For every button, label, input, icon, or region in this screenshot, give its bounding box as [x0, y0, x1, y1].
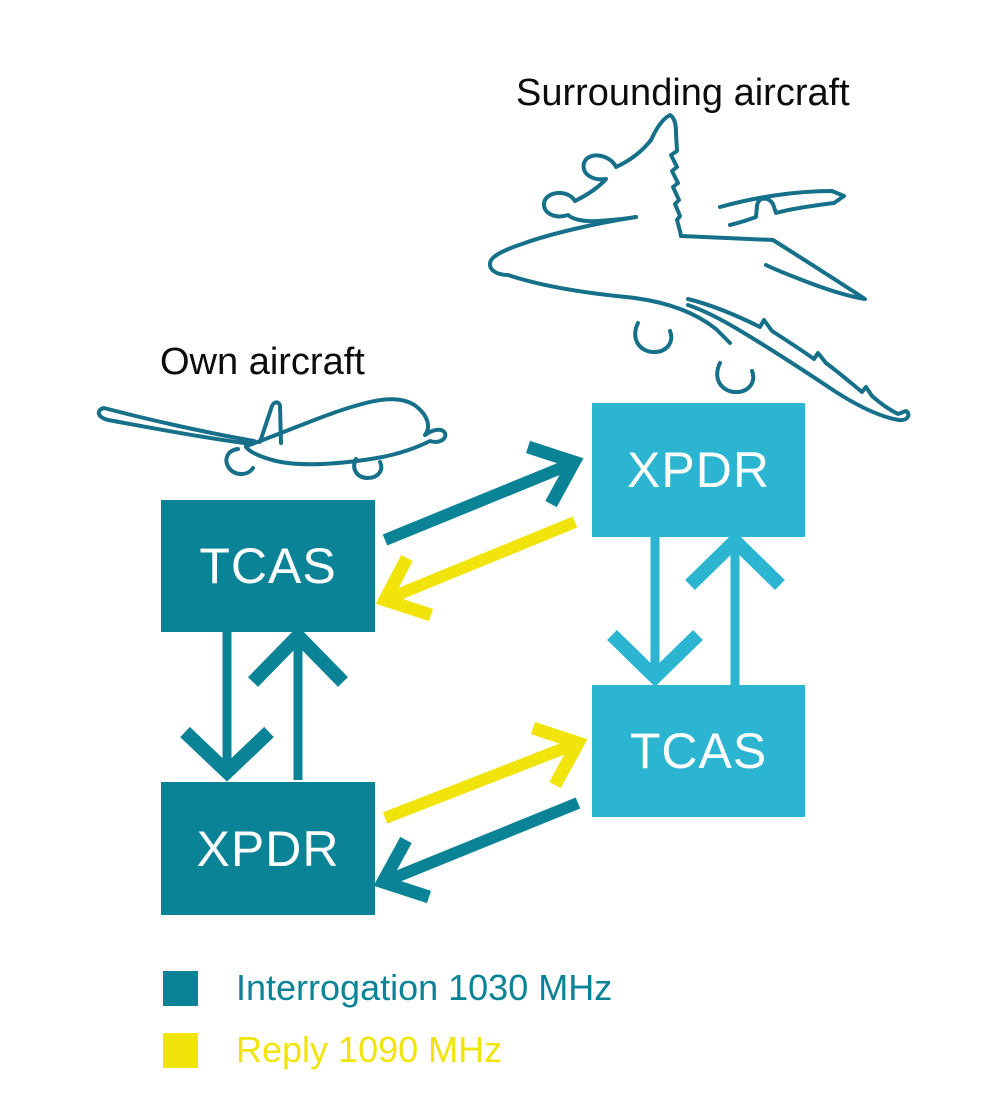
interrogation-arrow-own-tcas-to-sur-xpdr	[382, 440, 584, 546]
own-tcas-box: TCAS	[161, 500, 375, 632]
sur-tcas-to-xpdr-up-arrow	[685, 531, 785, 685]
surrounding-tcas-box: TCAS	[592, 685, 805, 817]
legend-label-interrogation: Interrogation 1030 MHz	[236, 967, 613, 1008]
surrounding-xpdr-box: XPDR	[592, 403, 805, 537]
reply-arrow-sur-xpdr-to-own-tcas	[375, 516, 578, 622]
own-xpdr-box: XPDR	[161, 782, 375, 915]
interrogation-arrow-sur-tcas-to-own-xpdr	[373, 797, 581, 904]
surrounding-aircraft-icon	[487, 113, 911, 423]
own-aircraft-icon	[96, 397, 448, 480]
sur-xpdr-to-tcas-down-arrow	[607, 537, 703, 687]
own-aircraft-title: Own aircraft	[160, 341, 365, 383]
surrounding-aircraft-title: Surrounding aircraft	[516, 72, 850, 114]
reply-arrow-own-xpdr-to-sur-tcas	[382, 721, 588, 824]
own-xpdr-to-tcas-up-arrow	[247, 625, 349, 780]
own-tcas-to-xpdr-down-arrow	[180, 632, 274, 782]
legend-label-reply: Reply 1090 MHz	[236, 1029, 503, 1070]
interrogation-color-swatch	[163, 970, 198, 1006]
legend-item-reply: Reply 1090 MHz	[163, 1028, 502, 1072]
reply-color-swatch	[163, 1032, 198, 1068]
legend-item-interrogation: Interrogation 1030 MHz	[163, 966, 612, 1010]
